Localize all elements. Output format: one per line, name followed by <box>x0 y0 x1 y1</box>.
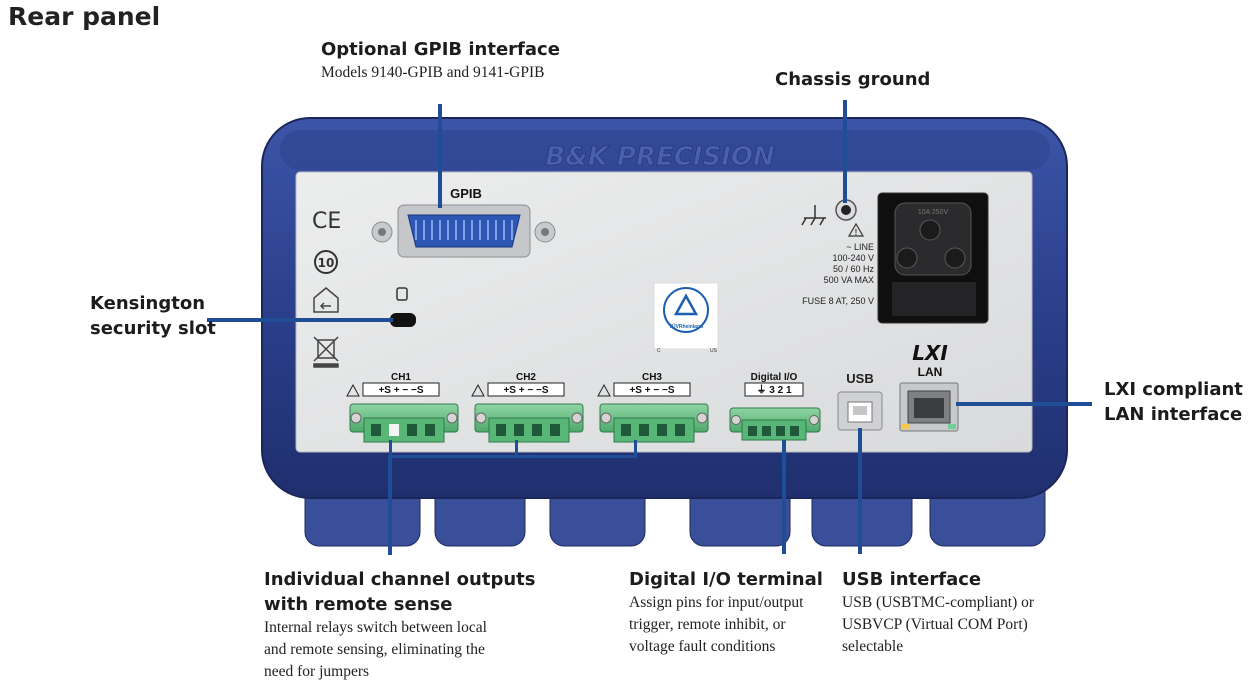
usb-callout-desc-1: USB (USBTMC-compliant) or <box>842 594 1035 611</box>
svg-text:C: C <box>657 348 661 354</box>
svg-text:GPIB: GPIB <box>450 186 482 201</box>
channels-callout-desc-2: and remote sensing, eliminating the <box>264 641 485 658</box>
svg-text:+S + − −S: +S + − −S <box>503 385 548 396</box>
channels-leader-ch2 <box>515 440 518 455</box>
home-icon <box>313 287 339 313</box>
channels-leader-ch3 <box>634 440 637 455</box>
channels-callout-heading-1: Individual channel outputs <box>264 569 536 590</box>
digital-callout-desc-2: trigger, remote inhibit, or <box>629 616 786 633</box>
gpib-connector: GPIB <box>371 186 556 258</box>
svg-text:FUSE 8 AT, 250 V: FUSE 8 AT, 250 V <box>802 296 874 306</box>
usb-leader-line <box>858 428 862 554</box>
channels-leader-bus <box>389 455 637 458</box>
channel-terminal-ch2: CH2 +S + − −S <box>471 372 584 443</box>
channels-callout-desc-1: Internal relays switch between local <box>264 619 487 636</box>
brand-mark: B&K PRECISION <box>545 142 775 172</box>
svg-text:⏚ 3 2 1: ⏚ 3 2 1 <box>756 384 791 396</box>
svg-text:!: ! <box>855 228 858 237</box>
svg-text:CH1: CH1 <box>391 372 411 383</box>
lxi-callout-heading-2: LAN interface <box>1104 404 1243 425</box>
ac-power-inlet: 10A 250V <box>877 192 989 324</box>
gpib-callout-heading: Optional GPIB interface <box>321 39 560 60</box>
digital-leader-line <box>782 440 786 554</box>
gpib-callout-desc: Models 9140-GPIB and 9141-GPIB <box>321 64 545 81</box>
svg-text:500 VA MAX: 500 VA MAX <box>824 275 874 285</box>
lan-port: LXI LAN <box>899 341 959 432</box>
digital-callout-desc-1: Assign pins for input/output <box>629 594 804 611</box>
ce-mark: CE <box>312 209 341 234</box>
svg-text:~ LINE: ~ LINE <box>846 242 874 252</box>
warning-icon: ! <box>847 222 865 237</box>
ground-leader-line <box>843 100 847 203</box>
line-spec: ~ LINE 100-240 V 50 / 60 Hz 500 VA MAX F… <box>802 242 874 306</box>
channel-terminal-ch3: CH3 +S + − −S <box>597 372 709 443</box>
channels-callout-heading-2: with remote sense <box>264 594 453 615</box>
svg-text:100-240 V: 100-240 V <box>832 253 874 263</box>
svg-text:TÜVRheinland: TÜVRheinland <box>669 323 703 330</box>
svg-text:+S + − −S: +S + − −S <box>378 385 423 396</box>
digital-callout-desc-3: voltage fault conditions <box>629 638 776 655</box>
channels-callout-desc-3: need for jumpers <box>264 663 370 680</box>
svg-text:CH2: CH2 <box>516 372 536 383</box>
usb-callout-desc-2: USBVCP (Virtual COM Port) <box>842 616 1028 633</box>
rohs-10-icon: 10 <box>314 250 338 274</box>
svg-text:USB: USB <box>846 371 873 386</box>
usb-callout-heading: USB interface <box>842 569 982 590</box>
usb-port: USB <box>837 371 883 431</box>
svg-text:10A 250V: 10A 250V <box>918 209 949 216</box>
ground-callout-heading: Chassis ground <box>775 69 931 90</box>
svg-text:CH3: CH3 <box>642 372 662 383</box>
lxi-callout-heading-1: LXI compliant <box>1104 379 1243 400</box>
digital-io-terminal: Digital I/O ⏚ 3 2 1 <box>729 372 821 441</box>
weee-bin-icon <box>313 336 339 368</box>
gpib-leader-line <box>438 104 442 208</box>
kensington-callout-heading-1: Kensington <box>90 293 206 314</box>
svg-text:LAN: LAN <box>918 365 943 379</box>
channels-leader-line <box>388 455 392 555</box>
svg-text:US: US <box>710 348 718 354</box>
usb-callout-desc-3: selectable <box>842 638 904 655</box>
svg-text:10: 10 <box>318 256 335 270</box>
page-title: Rear panel <box>8 2 161 31</box>
kensington-slot <box>390 287 416 327</box>
kensington-leader-line <box>207 318 393 322</box>
channel-terminal-ch1: CH1 +S + − −S <box>346 372 459 443</box>
digital-callout-heading: Digital I/O terminal <box>629 569 823 590</box>
svg-text:Digital I/O: Digital I/O <box>751 372 798 383</box>
channels-leader-ch1 <box>389 440 392 455</box>
tuv-rheinland-logo: TÜVRheinland C US <box>653 282 719 354</box>
ground-icon <box>801 205 826 226</box>
svg-text:50 / 60 Hz: 50 / 60 Hz <box>833 264 875 274</box>
svg-text:LXI: LXI <box>912 341 948 365</box>
kensington-callout-heading-2: security slot <box>90 318 216 339</box>
chassis-ground-terminal <box>801 199 857 226</box>
lxi-leader-line <box>956 402 1092 406</box>
svg-text:+S + − −S: +S + − −S <box>629 385 674 396</box>
